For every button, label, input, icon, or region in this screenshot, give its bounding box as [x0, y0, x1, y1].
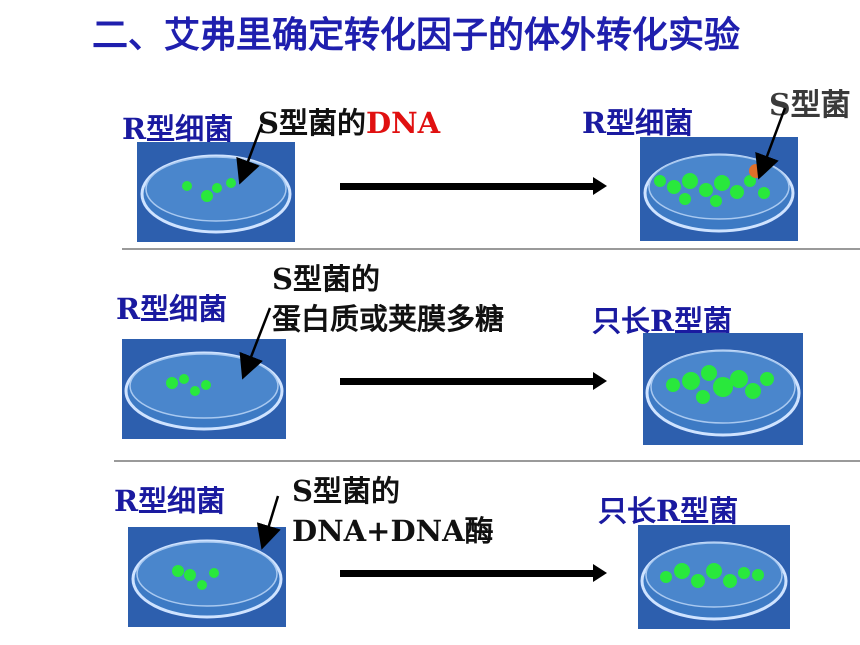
row1-arrow: [340, 177, 607, 195]
row1-result-label: R型细菌: [582, 106, 694, 140]
row3-result-label: 只长R型菌: [598, 494, 739, 528]
row3-arrow: [340, 564, 607, 582]
row2-left-label: R型细菌: [116, 292, 228, 326]
slide-title: 二、艾弗里确定转化因子的体外转化实验: [92, 15, 741, 56]
petri-dish-result-3: [638, 525, 790, 629]
row2-result-label: 只长R型菌: [592, 304, 733, 338]
row1-added-prefix: S型菌的: [258, 106, 366, 140]
petri-dish-r-start-2: [122, 339, 286, 439]
row3-added-line1: S型菌的: [292, 474, 400, 508]
row3-left-label: R型细菌: [114, 484, 226, 518]
row3-added-line2: DNA+DNA酶: [292, 514, 494, 548]
row-divider-2: [114, 460, 860, 462]
row1-added-highlight: DNA: [365, 106, 441, 140]
row1-added-label: S型菌的DNA: [258, 100, 440, 142]
petri-dish-r-start-3: [128, 527, 286, 627]
s-colony: [749, 164, 763, 178]
petri-dish-result-1: [640, 137, 798, 241]
petri-dish-r-start-1: [137, 142, 295, 242]
petri-dish-result-2: [643, 333, 803, 445]
row1-left-label: R型细菌: [122, 112, 234, 146]
row2-arrow: [340, 372, 607, 390]
row-divider-1: [122, 248, 860, 250]
row1-s-label: S型菌: [769, 88, 851, 123]
row2-added-line2: 蛋白质或荚膜多糖: [272, 302, 505, 336]
row2-added-line1: S型菌的: [272, 262, 380, 296]
